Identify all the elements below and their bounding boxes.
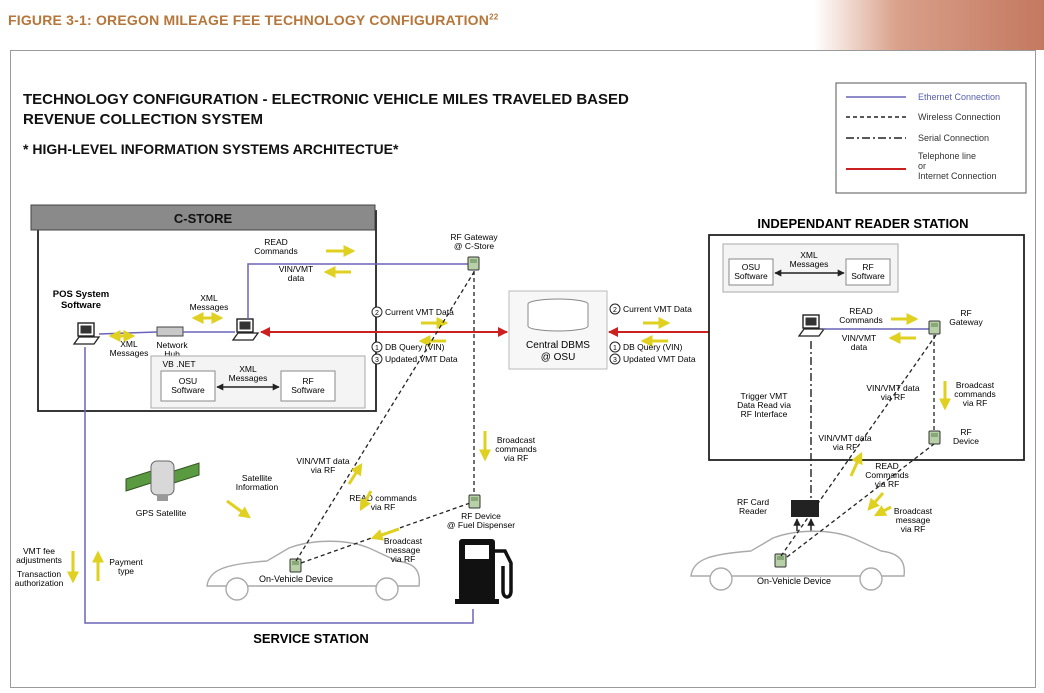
reader-station-title: INDEPENDANT READER STATION xyxy=(757,216,968,231)
dbms-label-1: Central DBMS xyxy=(526,340,590,351)
right-vin-2: via RF xyxy=(833,442,858,452)
central-dbms: Central DBMS @ OSU xyxy=(509,291,607,369)
num-3-right: 3 xyxy=(613,357,617,364)
architecture-diagram: TECHNOLOGY CONFIGURATION - ELECTRONIC VE… xyxy=(11,51,1035,687)
figure-title: FIGURE 3-1: OREGON MILEAGE FEE TECHNOLOG… xyxy=(8,12,498,28)
reader-bc-3: via RF xyxy=(963,398,988,408)
current-vmt-left: Current VMT Data xyxy=(385,307,454,317)
rf-gateway-cstore-icon xyxy=(468,257,479,270)
num-1-right: 1 xyxy=(613,345,617,352)
trans-auth-2: authorization xyxy=(15,578,64,588)
right-bcast-3: via RF xyxy=(901,524,926,534)
cstore-rf-2: Software xyxy=(291,385,325,395)
cstore-read-2: Commands xyxy=(254,246,297,256)
service-vin-2: via RF xyxy=(311,465,336,475)
reader-gw-2: Gateway xyxy=(949,317,983,327)
xml-left-2: Messages xyxy=(110,348,149,358)
reader-rf-2: Software xyxy=(851,271,885,281)
trigger-3: RF Interface xyxy=(741,409,788,419)
reader-vin-2: data xyxy=(851,342,868,352)
diagram-subheading: * HIGH-LEVEL INFORMATION SYSTEMS ARCHITE… xyxy=(23,141,399,157)
legend-telephone-3: Internet Connection xyxy=(918,171,997,181)
service-bc-3: via RF xyxy=(504,453,529,463)
legend-telephone-1: Telephone line xyxy=(918,151,976,161)
network-hub-icon xyxy=(157,327,183,336)
reader-rf-gateway-icon xyxy=(929,321,940,334)
c-store-title: C-STORE xyxy=(174,211,233,226)
right-read-3: via RF xyxy=(875,479,900,489)
cstore-vin-2: data xyxy=(288,273,305,283)
dbms-label-2: @ OSU xyxy=(541,352,576,363)
right-device-label: On-Vehicle Device xyxy=(757,576,831,586)
rf-device-fuel-2: @ Fuel Dispenser xyxy=(447,520,515,530)
legend-telephone-2: or xyxy=(918,161,926,171)
right-on-vehicle-device-icon xyxy=(775,554,786,567)
reader-dev-2: Device xyxy=(953,436,979,446)
left-on-vehicle-device-icon xyxy=(290,559,301,572)
vbnet-label: VB .NET xyxy=(162,359,195,369)
legend-serial: Serial Connection xyxy=(918,133,989,143)
db-query-right: DB Query (VIN) xyxy=(623,342,683,352)
card-reader-2: Reader xyxy=(739,506,767,516)
diagram-heading-line2: REVENUE COLLECTION SYSTEM xyxy=(23,111,263,128)
service-read-2: via RF xyxy=(371,502,396,512)
diagram-heading-line1: TECHNOLOGY CONFIGURATION - ELECTRONIC VE… xyxy=(23,91,629,108)
gps-label: GPS Satellite xyxy=(136,508,187,518)
updated-vmt-right: Updated VMT Data xyxy=(623,354,696,364)
vmt-fee-2: adjustments xyxy=(16,555,62,565)
service-bcast-3: via RF xyxy=(391,554,416,564)
num-1-left: 1 xyxy=(375,345,379,352)
left-device-label: On-Vehicle Device xyxy=(259,574,333,584)
reader-xml-2: Messages xyxy=(790,259,829,269)
legend: Ethernet Connection Wireless Connection … xyxy=(836,83,1026,193)
sat-info-2: Information xyxy=(236,482,279,492)
legend-wireless: Wireless Connection xyxy=(918,112,1001,122)
num-2-right: 2 xyxy=(613,307,617,314)
fuel-pump-icon xyxy=(455,539,511,604)
reader-osu-2: Software xyxy=(734,271,768,281)
reader-vinrf-2: via RF xyxy=(881,392,906,402)
rf-device-fuel-icon xyxy=(469,495,480,508)
pos-label-1: POS System xyxy=(53,289,110,300)
db-query-left: DB Query (VIN) xyxy=(385,342,445,352)
updated-vmt-left: Updated VMT Data xyxy=(385,354,458,364)
payment-2: type xyxy=(118,566,134,576)
reader-rf-device-icon xyxy=(929,431,940,444)
cstore-inner-xml-2: Messages xyxy=(229,373,268,383)
gateway-cstore-2: @ C-Store xyxy=(454,241,495,251)
gps-satellite-icon xyxy=(126,461,199,501)
cstore-osu-2: Software xyxy=(171,385,205,395)
service-station-title: SERVICE STATION xyxy=(253,631,369,646)
num-3-left: 3 xyxy=(375,357,379,364)
current-vmt-right: Current VMT Data xyxy=(623,304,692,314)
reader-read-2: Commands xyxy=(839,315,882,325)
diagram-canvas: TECHNOLOGY CONFIGURATION - ELECTRONIC VE… xyxy=(10,50,1036,688)
xml-mid-2: Messages xyxy=(190,302,229,312)
num-2-left: 2 xyxy=(375,310,379,317)
pos-label-2: Software xyxy=(61,300,101,311)
legend-ethernet: Ethernet Connection xyxy=(918,92,1000,102)
